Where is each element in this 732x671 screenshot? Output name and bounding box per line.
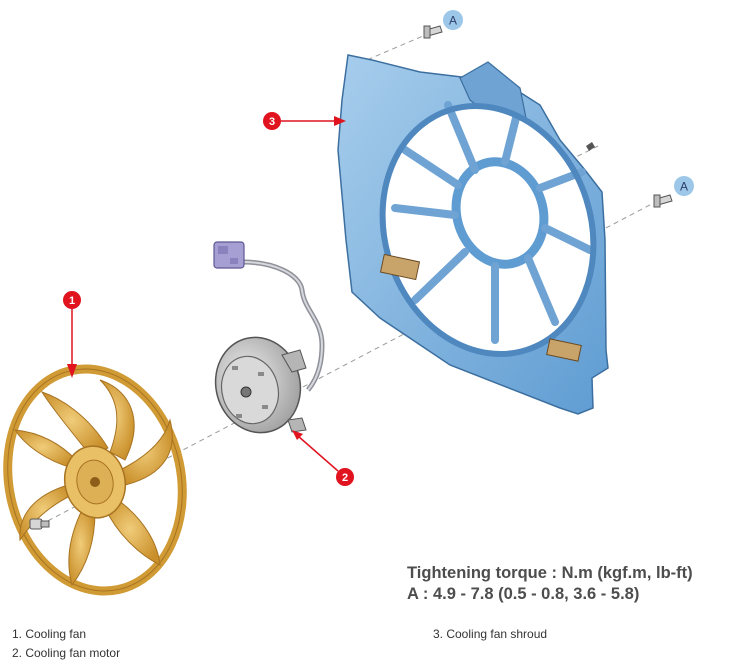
callout-1: 1: [63, 291, 81, 378]
callout-2: 2: [292, 430, 354, 486]
legend-item-1: 1. Cooling fan: [12, 627, 87, 641]
shroud-hub-ring: [451, 157, 549, 269]
svg-text:A: A: [680, 180, 688, 194]
motor-mount-bracket: [281, 349, 307, 433]
callout-3: 3: [263, 112, 346, 130]
shroud-warning-label-right: [546, 338, 582, 362]
cooling-fan-motor: [213, 241, 325, 434]
svg-text:A: A: [449, 14, 457, 28]
callout-3-number: 3: [269, 116, 275, 128]
bolt-a-top: [423, 25, 443, 39]
fan-nut: [29, 518, 50, 530]
callout-1-number: 1: [69, 295, 75, 307]
shroud-warning-label-left: [379, 253, 421, 281]
torque-spec: Tightening torque : N.m (kgf.m, lb-ft) A…: [407, 563, 693, 605]
torque-title: Tightening torque : N.m (kgf.m, lb-ft): [407, 564, 693, 582]
legend-item-3: 3. Cooling fan shroud: [433, 627, 548, 641]
fastener-badge-right: A: [674, 176, 694, 196]
motor-rotor-slots: [232, 366, 268, 418]
fastener-badge-top: A: [443, 10, 463, 30]
torque-value: A : 4.9 - 7.8 (0.5 - 0.8, 3.6 - 5.8): [407, 585, 640, 603]
bolt-a-right: [653, 194, 673, 208]
shroud-clip: [586, 142, 595, 151]
motor-connector: [213, 241, 245, 269]
cooling-fan: [3, 364, 187, 596]
cooling-fan-shroud: [337, 54, 609, 415]
fan-blades: [14, 379, 173, 587]
callout-2-number: 2: [342, 472, 348, 484]
motor-shaft: [240, 386, 252, 398]
legend-item-2: 2. Cooling fan motor: [12, 646, 121, 660]
